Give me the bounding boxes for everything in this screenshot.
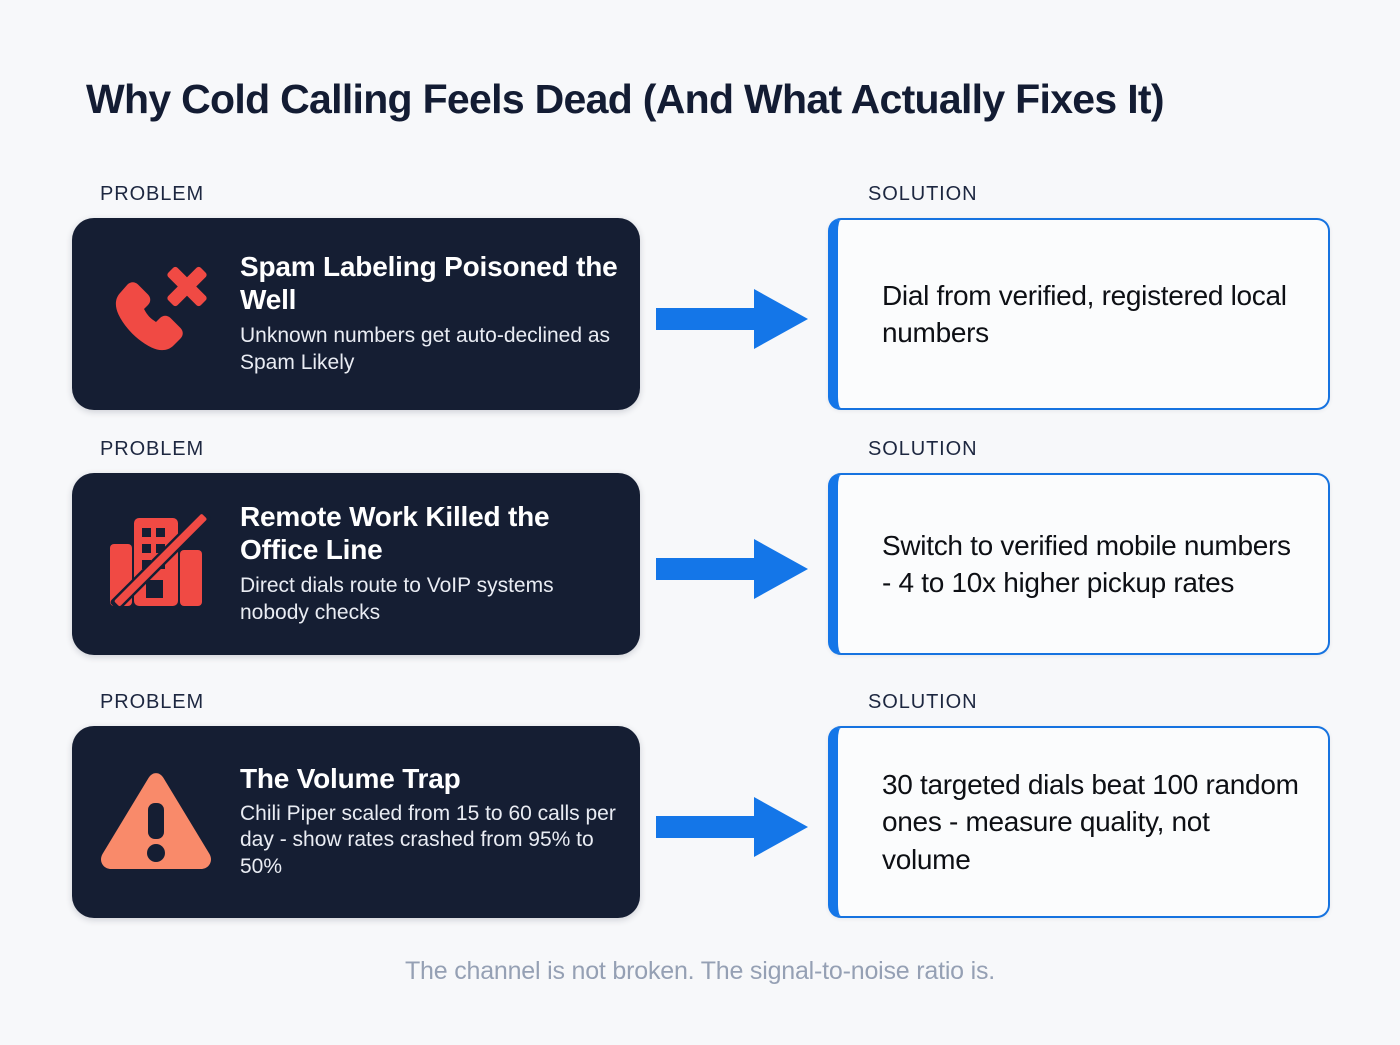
solution-text-3: 30 targeted dials beat 100 random ones -… — [882, 769, 1299, 875]
column-label-solution-1: SOLUTION — [868, 183, 978, 205]
arrow-right-icon-2 — [656, 539, 808, 599]
problem-desc-1: Unknown numbers get auto-declined as Spa… — [240, 324, 611, 375]
page-title: Why Cold Calling Feels Dead (And What Ac… — [86, 76, 1164, 122]
problem-text-3: The Volume Trap Chili Piper scaled from … — [240, 763, 640, 881]
solution-box-2[interactable]: Switch to verified mobile numbers - 4 to… — [828, 473, 1330, 655]
phone-missed-call-icon — [72, 218, 240, 410]
problem-title-3: The Volume Trap — [240, 762, 461, 794]
problem-desc-2: Direct dials route to VoIP systems nobod… — [240, 574, 554, 625]
column-label-solution-3: SOLUTION — [868, 691, 978, 713]
warning-triangle-icon — [72, 726, 240, 918]
solution-text-1: Dial from verified, registered local num… — [882, 279, 1287, 348]
problem-title-2: Remote Work Killed the Office Line — [240, 500, 550, 565]
solution-text-2: Switch to verified mobile numbers - 4 to… — [882, 529, 1291, 598]
column-label-problem-1: PROBLEM — [100, 183, 205, 205]
column-label-problem-2: PROBLEM — [100, 438, 205, 460]
problem-title-1: Spam Labeling Poisoned the Well — [240, 250, 618, 315]
problem-desc-3: Chili Piper scaled from 15 to 60 calls p… — [240, 801, 616, 879]
solution-box-1[interactable]: Dial from verified, registered local num… — [828, 218, 1330, 410]
footer-note: The channel is not broken. The signal-to… — [404, 957, 996, 985]
problem-card-2[interactable]: Remote Work Killed the Office Line Direc… — [72, 473, 640, 655]
arrow-right-icon-1 — [656, 289, 808, 349]
problem-text-2: Remote Work Killed the Office Line Direc… — [240, 501, 640, 627]
problem-card-3[interactable]: The Volume Trap Chili Piper scaled from … — [72, 726, 640, 918]
column-label-solution-2: SOLUTION — [868, 438, 978, 460]
arrow-right-icon-3 — [656, 797, 808, 857]
office-buildings-disabled-icon — [72, 473, 240, 655]
problem-card-1[interactable]: Spam Labeling Poisoned the Well Unknown … — [72, 218, 640, 410]
column-label-problem-3: PROBLEM — [100, 691, 205, 713]
solution-box-3[interactable]: 30 targeted dials beat 100 random ones -… — [828, 726, 1330, 918]
problem-text-1: Spam Labeling Poisoned the Well Unknown … — [240, 251, 640, 377]
